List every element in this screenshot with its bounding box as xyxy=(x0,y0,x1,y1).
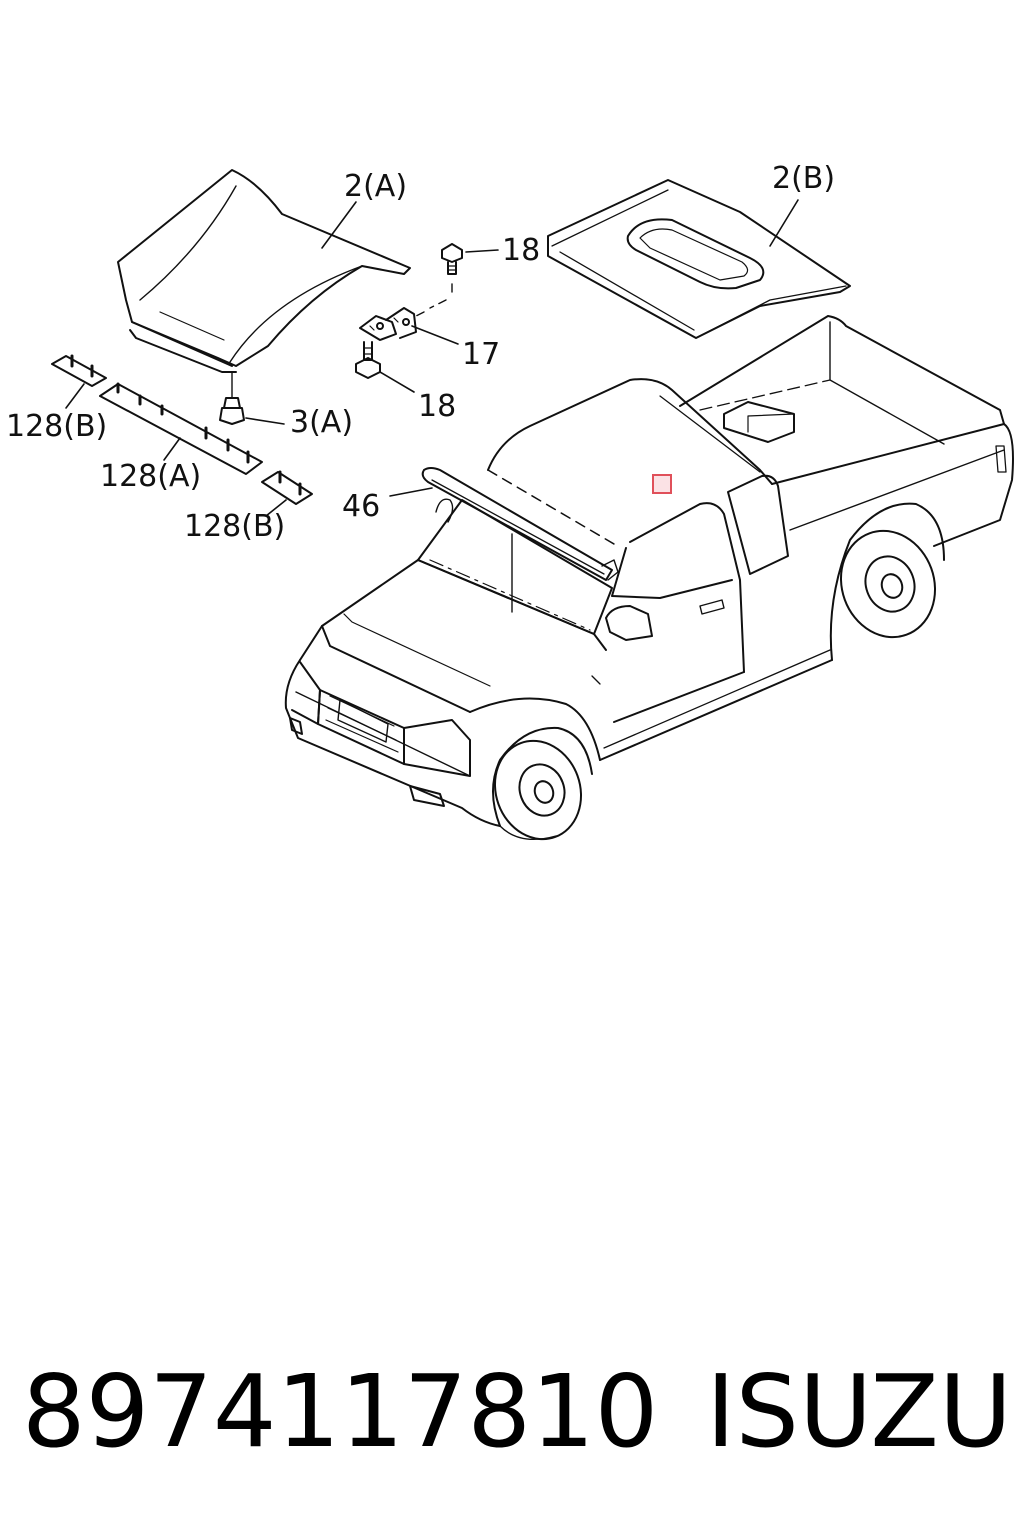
bolt-top-drawing xyxy=(441,243,463,275)
hood-b-drawing xyxy=(547,179,851,339)
hinge-drawing xyxy=(359,307,417,341)
deflector-drawing xyxy=(421,467,619,581)
callout-deflector: 46 xyxy=(342,489,381,524)
callout-weatherstrip-center: 128(A) xyxy=(100,459,202,494)
bolt-bottom-drawing xyxy=(355,341,381,379)
bumper-stop-drawing xyxy=(219,397,245,425)
callout-bolt-bottom: 18 xyxy=(418,389,457,424)
hood-a-drawing xyxy=(117,169,411,373)
callout-bolt-top: 18 xyxy=(502,233,541,268)
brand-name: ISUZU xyxy=(706,1353,1013,1470)
truck-drawing xyxy=(284,315,1014,841)
callout-hood-a: 2(A) xyxy=(344,169,408,204)
callout-hood-b: 2(B) xyxy=(772,161,836,196)
callout-hinge: 17 xyxy=(462,337,501,372)
part-number: 8974117810 xyxy=(22,1353,659,1470)
callout-bumper-stop: 3(A) xyxy=(290,405,354,440)
callout-weatherstrip-right: 128(B) xyxy=(184,509,286,544)
weatherstrip-drawing xyxy=(51,354,313,505)
callout-weatherstrip-left: 128(B) xyxy=(6,409,108,444)
highlight-marker xyxy=(652,474,672,494)
